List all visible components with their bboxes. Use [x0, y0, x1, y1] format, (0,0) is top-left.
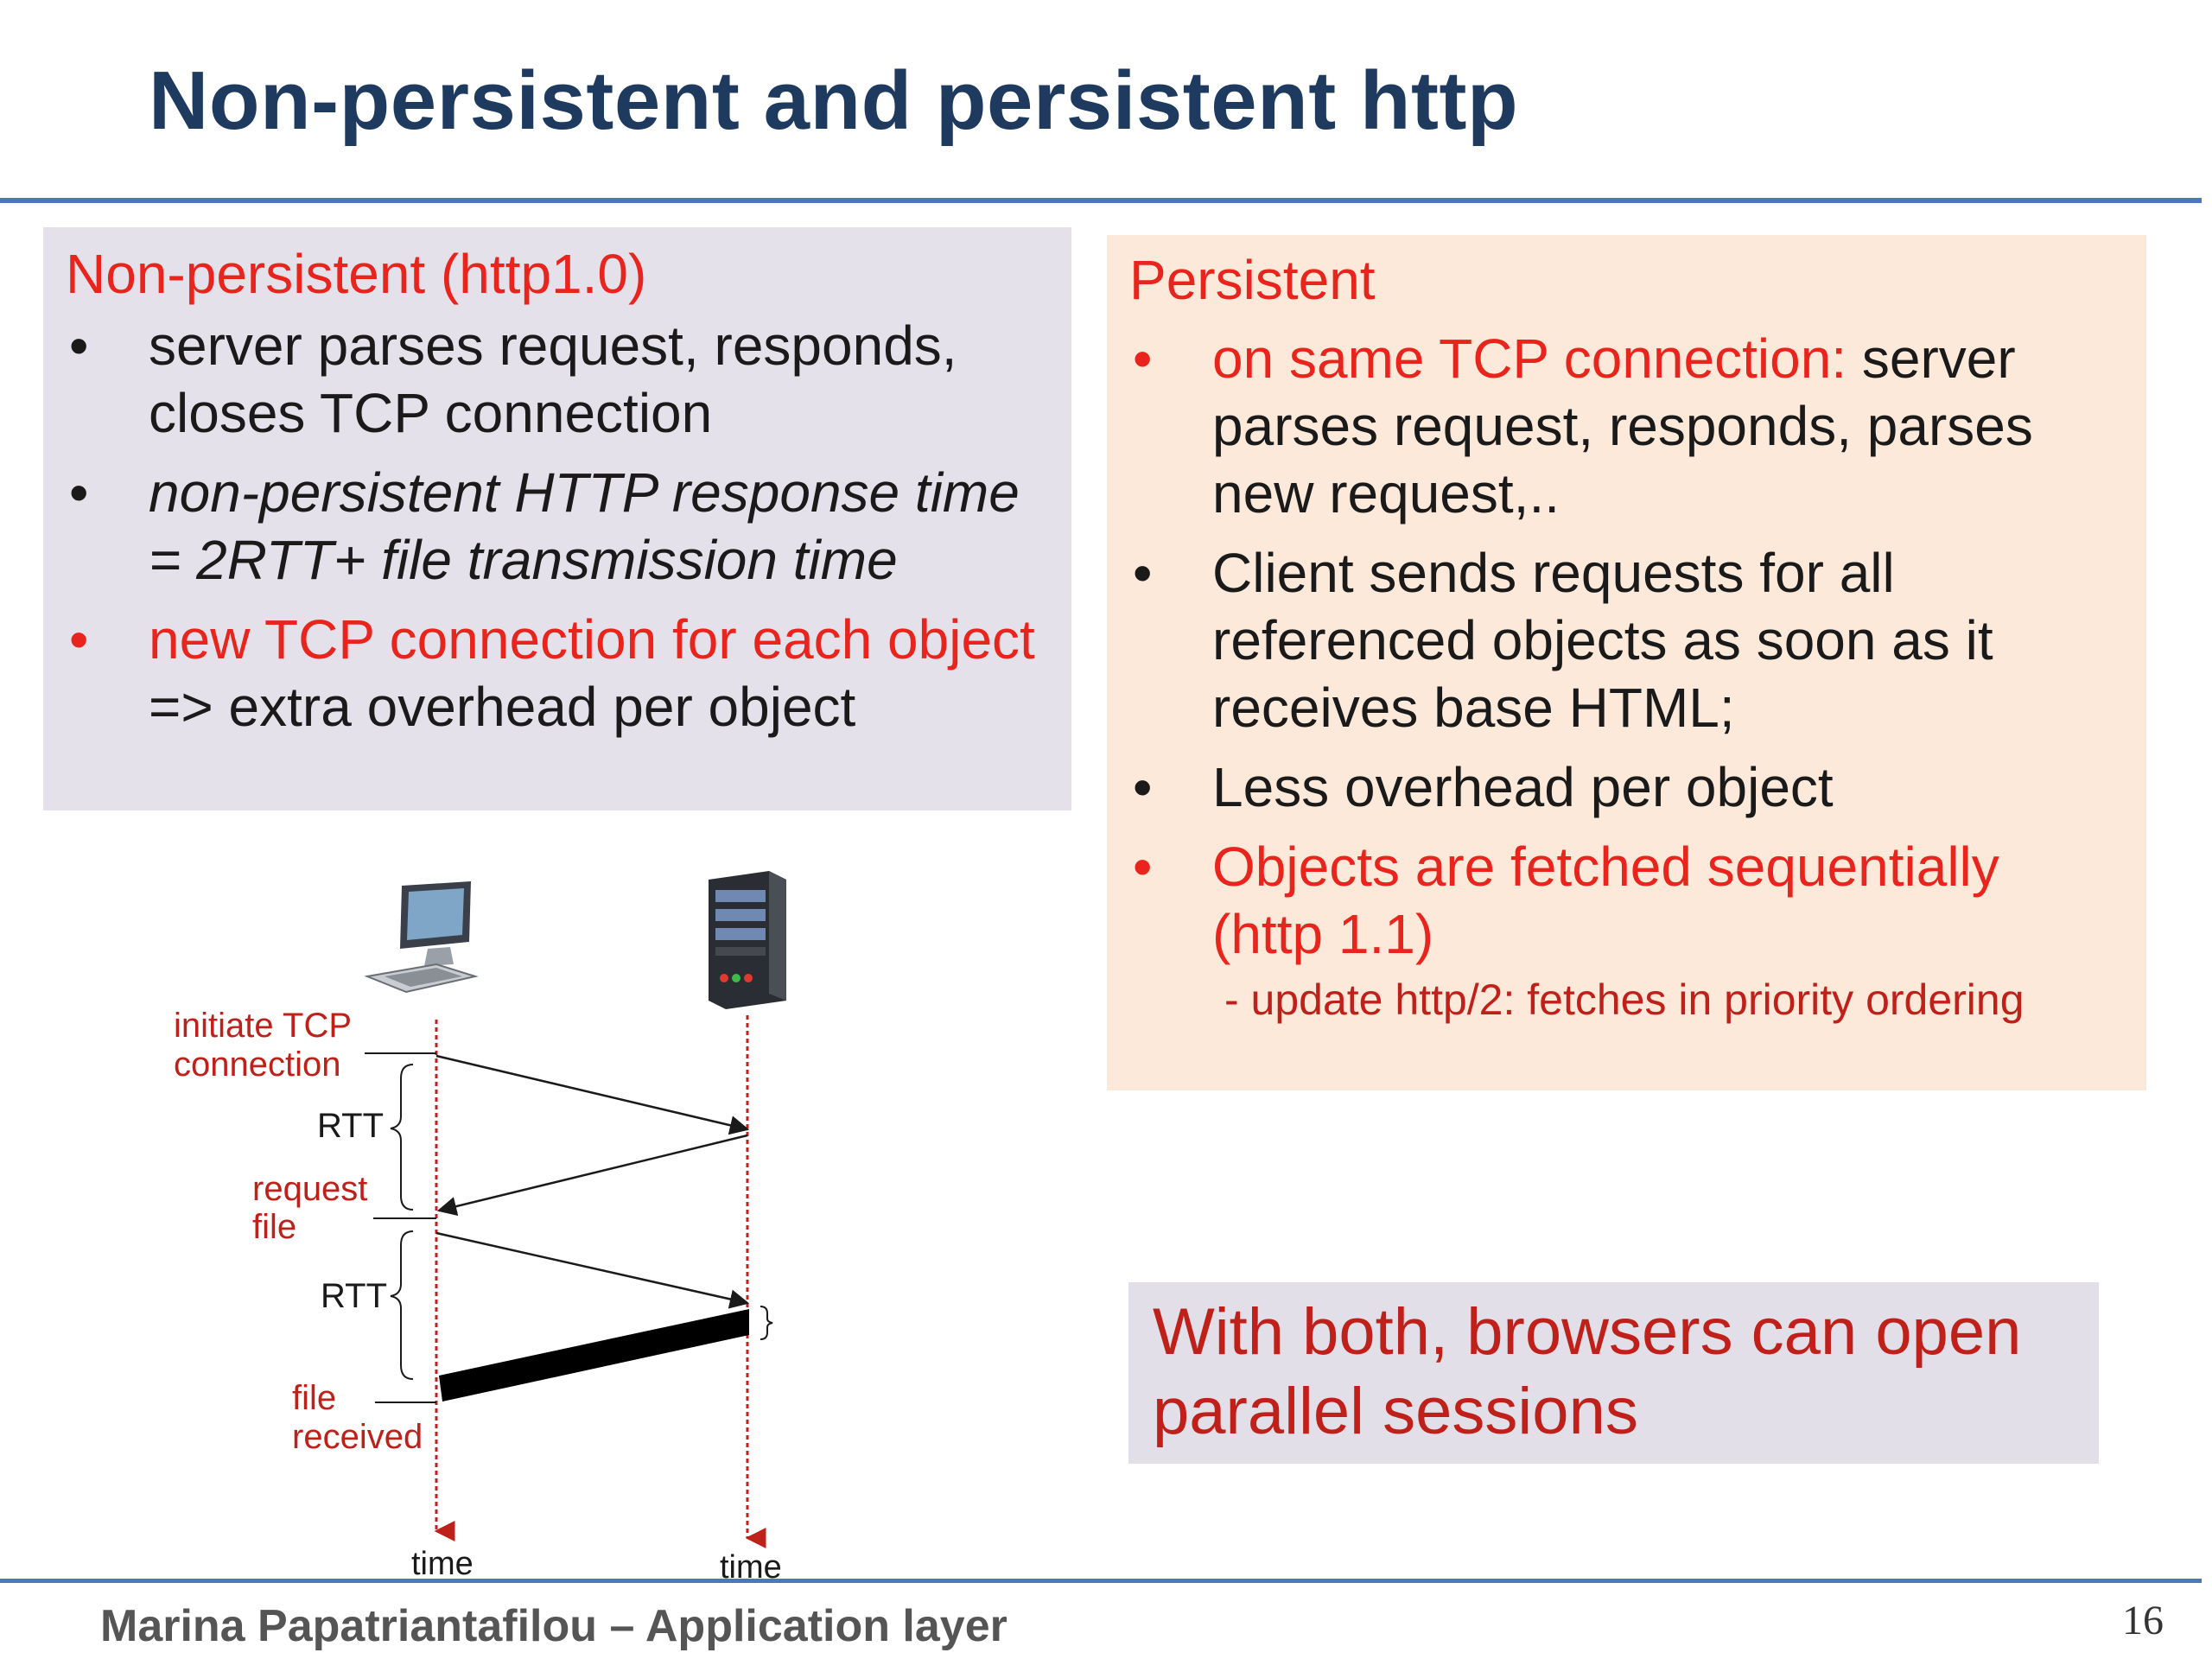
list-item: • Client sends requests for all referenc…	[1129, 539, 2124, 741]
non-persistent-box: Non-persistent (http1.0) • server parses…	[43, 227, 1071, 810]
label-file-received-1: file	[292, 1379, 336, 1417]
bullet-dot: •	[69, 315, 89, 377]
list-item: • server parses request, responds, close…	[66, 312, 1049, 447]
label-request: request	[252, 1170, 367, 1208]
label-file-received-2: received	[292, 1418, 423, 1456]
list-item: • Objects are fetched sequentially (http…	[1129, 833, 2124, 968]
label-file: file	[252, 1208, 296, 1246]
footer-divider	[0, 1579, 2202, 1583]
persistent-list: • on same TCP connection: server parses …	[1129, 325, 2124, 968]
bullet-text: server parses request, responds, closes …	[149, 315, 957, 444]
transmission-brace	[760, 1306, 773, 1340]
slide-title: Non-persistent and persistent http	[149, 54, 1519, 147]
request-arrow	[435, 1231, 750, 1309]
bullet-text: server parses request, responds, parses …	[1212, 327, 2033, 524]
label-rtt-1: RTT	[317, 1107, 384, 1145]
synack-arrow	[436, 1134, 748, 1217]
bullet-text: = 2RTT+ file transmission time	[149, 529, 898, 591]
label-connection: connection	[174, 1046, 340, 1084]
both-note-text: With both, browsers can open parallel se…	[1153, 1295, 2022, 1448]
syn-arrow	[435, 1054, 750, 1135]
list-item: • non-persistent HTTP response time = 2R…	[66, 459, 1049, 594]
persistent-box: Persistent • on same TCP connection: ser…	[1107, 235, 2146, 1090]
bullet-text-red: Objects are fetched sequentially (http 1…	[1212, 836, 1999, 965]
bullet-text: Less overhead per object	[1212, 756, 1834, 818]
file-transmission-bar	[439, 1309, 749, 1402]
rtt2-brace	[390, 1230, 414, 1380]
bullet-dot: •	[1133, 327, 1153, 390]
label-initiate-tcp: initiate TCP	[174, 1007, 352, 1045]
both-note-box: With both, browsers can open parallel se…	[1128, 1282, 2099, 1464]
bullet-text-red: new TCP connection for each object	[149, 608, 1035, 671]
label-rtt-2: RTT	[321, 1277, 387, 1315]
list-item: • Less overhead per object	[1129, 753, 2124, 821]
bullet-dot: •	[1133, 756, 1153, 818]
persistent-heading: Persistent	[1129, 249, 1376, 311]
non-persistent-list: • server parses request, responds, close…	[66, 312, 1049, 741]
page-number: 16	[2122, 1598, 2164, 1643]
bullet-text: non-persistent HTTP response time	[149, 461, 1020, 524]
rtt1-brace	[390, 1064, 414, 1211]
bullet-dot: •	[69, 461, 89, 524]
bullet-text-red: on same TCP connection:	[1212, 327, 1847, 390]
bullet-dot: •	[1133, 542, 1153, 604]
list-item: • on same TCP connection: server parses …	[1129, 325, 2124, 527]
bullet-dot: •	[69, 608, 89, 671]
list-item: • new TCP connection for each object => …	[66, 606, 1049, 741]
footer-author: Marina Papatriantafilou – Application la…	[100, 1601, 1007, 1651]
label-time-client: time	[411, 1546, 474, 1582]
bullet-text: Client sends requests for all referenced…	[1212, 542, 1993, 739]
bullet-dot: •	[1133, 836, 1153, 898]
title-divider	[0, 198, 2202, 203]
non-persistent-heading: Non-persistent (http1.0)	[66, 243, 647, 305]
bullet-text: => extra overhead per object	[149, 676, 856, 738]
http2-note: - update http/2: fetches in priority ord…	[1224, 976, 2024, 1024]
client-computer-icon	[364, 881, 479, 994]
server-icon	[709, 871, 786, 1009]
